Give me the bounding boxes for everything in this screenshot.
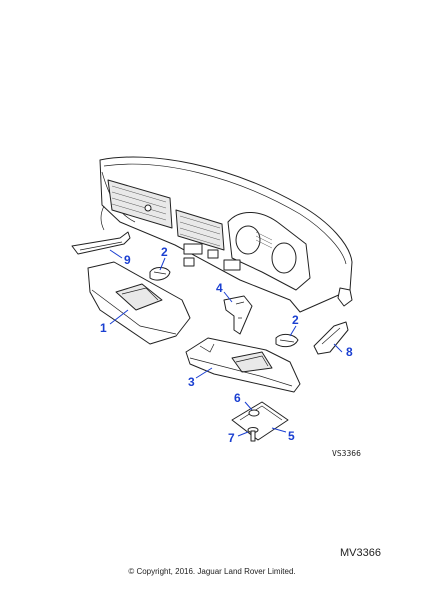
part-9-bracket	[71, 231, 131, 255]
part-6-clip-nut	[248, 409, 260, 417]
part-2-clip-left	[149, 267, 171, 281]
diagram-ref-small: VS3366	[332, 449, 361, 458]
part-5-cover-plate	[231, 401, 289, 441]
callout-9: 9	[124, 253, 131, 267]
part-3-right-panel	[185, 337, 301, 393]
callout-6: 6	[234, 391, 241, 405]
callout-2-right: 2	[292, 313, 299, 327]
part-8-end-cap	[313, 321, 349, 355]
callout-2-left: 2	[161, 245, 168, 259]
callout-8: 8	[346, 345, 353, 359]
dashboard-assembly	[99, 156, 353, 313]
callout-1: 1	[100, 321, 107, 335]
part-4-bracket	[223, 295, 253, 335]
part-7-screw	[247, 427, 259, 442]
callout-5: 5	[288, 429, 295, 443]
callout-3: 3	[188, 375, 195, 389]
diagram-ref-large: MV3366	[340, 547, 381, 559]
part-1-left-panel	[87, 261, 191, 345]
part-2-clip-right	[275, 333, 299, 348]
callout-4: 4	[216, 281, 223, 295]
leader-lines	[109, 249, 343, 437]
callout-7: 7	[228, 431, 235, 445]
callout-numbers: 1 2 3 4 2 8 9 6 5 7	[100, 245, 353, 445]
copyright-notice: © Copyright, 2016. Jaguar Land Rover Lim…	[128, 567, 295, 576]
